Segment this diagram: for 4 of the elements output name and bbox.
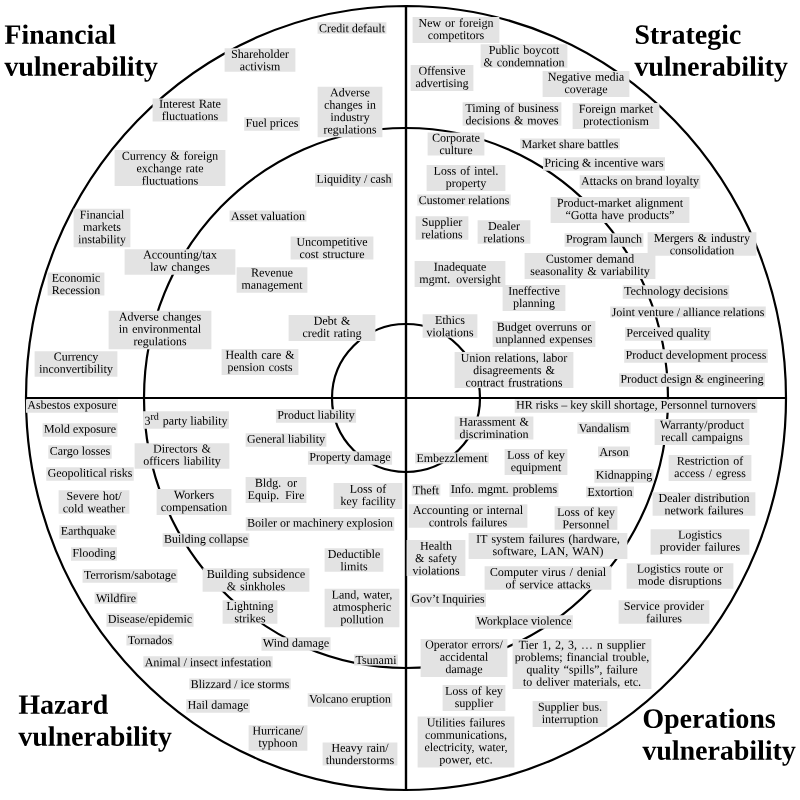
quadrant-title: Financial vulnerability	[4, 24, 158, 82]
quadrant-title: Strategic vulnerability	[634, 24, 788, 82]
quadrant-title: Hazard vulnerability	[18, 694, 172, 752]
quadrant-title: Operations vulnerability	[642, 708, 796, 766]
